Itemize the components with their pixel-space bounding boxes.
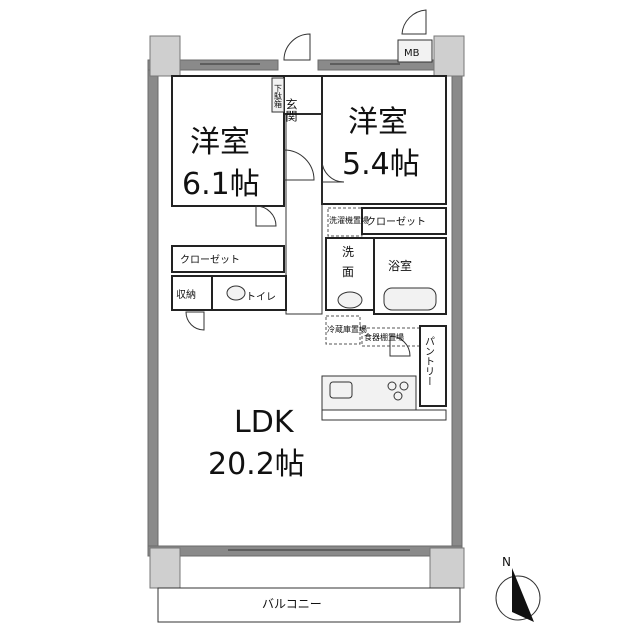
stove-burner	[399, 381, 409, 391]
washer-label: 洗濯機置場	[329, 215, 369, 225]
entrance-label: 玄関	[284, 97, 298, 122]
kitchen-sink	[329, 381, 353, 399]
door-swing	[283, 149, 315, 181]
stove-burner	[387, 381, 397, 391]
cupboard-space	[361, 327, 423, 347]
door-swing	[389, 335, 411, 357]
door-swing	[321, 159, 345, 183]
bathtub	[383, 287, 437, 311]
room-western-2-name: 洋室	[348, 105, 408, 140]
room-ldk-name: LDK	[234, 405, 295, 440]
pantry-label: パントリー	[423, 336, 435, 386]
north-arrow-icon	[512, 568, 534, 622]
compass: N	[495, 555, 541, 622]
room-western-1-size: 6.1帖	[182, 167, 260, 202]
room-western-1	[171, 75, 285, 207]
wash-bottom-label: 面	[342, 265, 354, 279]
pantry	[419, 325, 447, 407]
door-swing	[255, 205, 277, 227]
bath-label: 浴室	[388, 258, 412, 273]
room-ldk-size: 20.2帖	[208, 447, 305, 482]
pillar-bottom-right	[429, 547, 465, 589]
closet-right	[361, 207, 447, 235]
compass-north-label: N	[502, 555, 511, 569]
closet-right-label: クローゼット	[366, 216, 426, 228]
balcony-label: バルコニー	[262, 597, 322, 611]
mb-box	[397, 39, 433, 63]
pillar-top-right	[433, 35, 465, 77]
wash-top-label: 洗	[342, 245, 354, 259]
toilet-label: トイレ	[246, 292, 276, 303]
pillar-top-left	[149, 35, 181, 77]
shoe-box-label: 下駄箱	[274, 84, 283, 109]
mb-label: MB	[404, 48, 420, 59]
closet-left-label: クローゼット	[180, 254, 240, 266]
door-swing	[185, 311, 205, 331]
fridge-label: 冷蔵庫置場	[327, 324, 367, 334]
fridge-space	[325, 315, 361, 345]
pillar-bottom-left	[149, 547, 181, 589]
wash-basin	[337, 291, 363, 309]
entrance-area	[283, 75, 323, 115]
room-western-2-size: 5.4帖	[342, 147, 420, 182]
room-western-2	[321, 75, 447, 205]
hallway	[285, 113, 323, 315]
door-swing	[283, 33, 311, 61]
toilet-room	[211, 275, 287, 311]
stove-burner	[393, 391, 403, 401]
closet-left	[171, 245, 285, 273]
storage	[171, 275, 213, 311]
door-swing	[401, 9, 427, 35]
room-western-1-name: 洋室	[190, 125, 250, 160]
storage-label: 収納	[176, 288, 196, 301]
kitchen-partition	[321, 409, 447, 421]
cupboard-label: 食器棚置場	[364, 332, 404, 342]
shoe-box	[271, 77, 285, 113]
toilet-bowl	[226, 285, 246, 301]
